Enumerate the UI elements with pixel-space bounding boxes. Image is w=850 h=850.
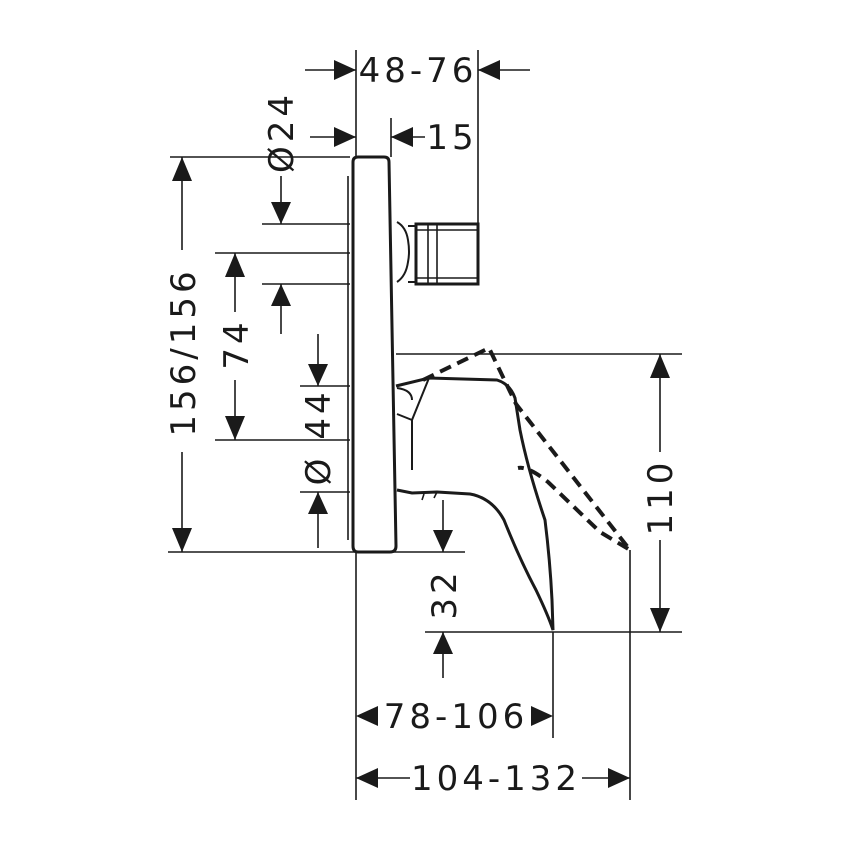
dim-label-44: 44 (299, 388, 339, 439)
dim-label-104-132: 104-132 (411, 759, 581, 799)
dimension-15: 15 (310, 118, 477, 158)
lever-handle (395, 376, 555, 631)
dim-label-diameter-24: Ø24 (262, 91, 302, 173)
dimension-104-132: 104-132 (356, 759, 630, 799)
dim-label-48-76: 48-76 (359, 51, 478, 91)
wall-plate (351, 155, 398, 554)
lever-alt-position (422, 345, 632, 552)
dim-label-74: 74 (217, 318, 257, 369)
dimension-44: 44 Ø (299, 334, 339, 548)
product-outline (347, 155, 632, 631)
dim-label-110: 110 (641, 459, 681, 536)
dim-label-32: 32 (425, 568, 465, 619)
extension-lines (168, 50, 682, 800)
diverter-knob (396, 221, 480, 286)
dimension-48-76: 48-76 (305, 51, 530, 91)
dimension-diameter-24: Ø24 (262, 91, 302, 334)
dimension-110: 110 (641, 354, 681, 632)
dimension-32: 32 (425, 500, 465, 678)
dim-label-15: 15 (426, 118, 477, 158)
dimension-156-156: 156/156 (164, 157, 204, 552)
dimension-74: 74 (217, 253, 257, 440)
dim-label-diameter: Ø (299, 455, 339, 486)
dim-label-156-156: 156/156 (164, 267, 204, 436)
dimension-78-106: 78-106 (356, 697, 553, 737)
dim-label-78-106: 78-106 (384, 697, 528, 737)
